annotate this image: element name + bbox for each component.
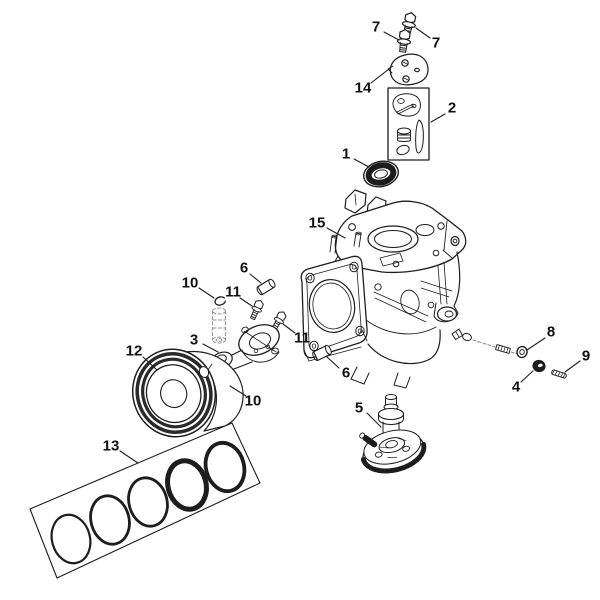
callout-number-circlip-bottom: 10 <box>245 393 262 410</box>
callout-number-piston: 12 <box>126 343 143 360</box>
callout-number-breather-bolt-left: 7 <box>372 19 380 36</box>
callout-number-oil-seal: 1 <box>342 146 350 163</box>
leader-line-breather-bolt-left <box>383 31 400 41</box>
callout-number-circlip-top: 10 <box>182 275 199 292</box>
leader-line-seal-grommet <box>520 370 534 383</box>
leader-line-washer <box>526 337 546 351</box>
breather-bolt-right <box>401 12 417 36</box>
leader-line-breather-plate <box>370 68 390 84</box>
breather-kit-box <box>387 87 430 161</box>
piston <box>131 348 244 438</box>
piston-pin-hidden <box>212 307 226 344</box>
camshaft-gear <box>359 394 427 474</box>
callout-number-rod-bolt-lower: 11 <box>294 330 310 347</box>
oil-seal <box>363 160 399 188</box>
washer <box>516 345 528 359</box>
callout-number-breather-kit-box: 2 <box>448 100 456 117</box>
piston-ring-set <box>29 422 261 579</box>
leader-line-split-pin <box>564 360 581 373</box>
circlip-top <box>214 296 226 306</box>
callout-number-connecting-rod: 3 <box>190 332 198 349</box>
split-pin <box>551 369 567 379</box>
dowel-bushing-bottom <box>312 345 332 361</box>
dowel-bushing-top <box>256 278 276 296</box>
leader-line-breather-bolt-right <box>415 27 431 39</box>
leader-line-camshaft-gear <box>366 412 382 428</box>
crankcase <box>300 189 467 389</box>
leader-line-dowel-bushing-bottom <box>326 356 340 369</box>
leader-line-crankcase <box>326 227 346 239</box>
breather-plate <box>387 53 429 86</box>
callout-number-dowel-bushing-top: 6 <box>240 260 248 277</box>
leader-line-piston <box>142 356 158 371</box>
leader-line-connecting-rod <box>202 343 219 353</box>
callout-number-washer: 8 <box>547 324 555 341</box>
leader-line-circlip-bottom <box>229 385 247 397</box>
leader-line-rod-bolt-lower <box>282 323 296 334</box>
leader-line-rod-bolt-upper <box>239 297 253 307</box>
callout-number-crankcase: 15 <box>309 215 326 232</box>
callout-number-split-pin: 9 <box>582 348 590 365</box>
seal-grommet <box>532 359 546 373</box>
callout-number-rod-bolt-upper: 11 <box>225 284 241 301</box>
callout-number-camshaft-gear: 5 <box>355 400 363 417</box>
leader-line-oil-seal <box>353 158 370 168</box>
rod-bolt-upper <box>250 299 264 321</box>
leader-line-breather-kit-box <box>430 113 446 123</box>
breather-bolt-left <box>396 28 411 53</box>
leader-line-circlip-top <box>198 287 215 299</box>
leader-line-dowel-bushing-top <box>249 273 262 284</box>
callout-number-piston-ring-set: 13 <box>103 438 120 455</box>
callout-number-breather-plate: 14 <box>355 80 372 97</box>
callout-number-breather-bolt-right: 7 <box>432 35 440 52</box>
callout-number-seal-grommet: 4 <box>512 379 521 396</box>
callout-number-dowel-bushing-bottom: 6 <box>342 365 350 382</box>
governor-shaft <box>451 328 519 355</box>
leader-line-piston-ring-set <box>119 450 139 464</box>
